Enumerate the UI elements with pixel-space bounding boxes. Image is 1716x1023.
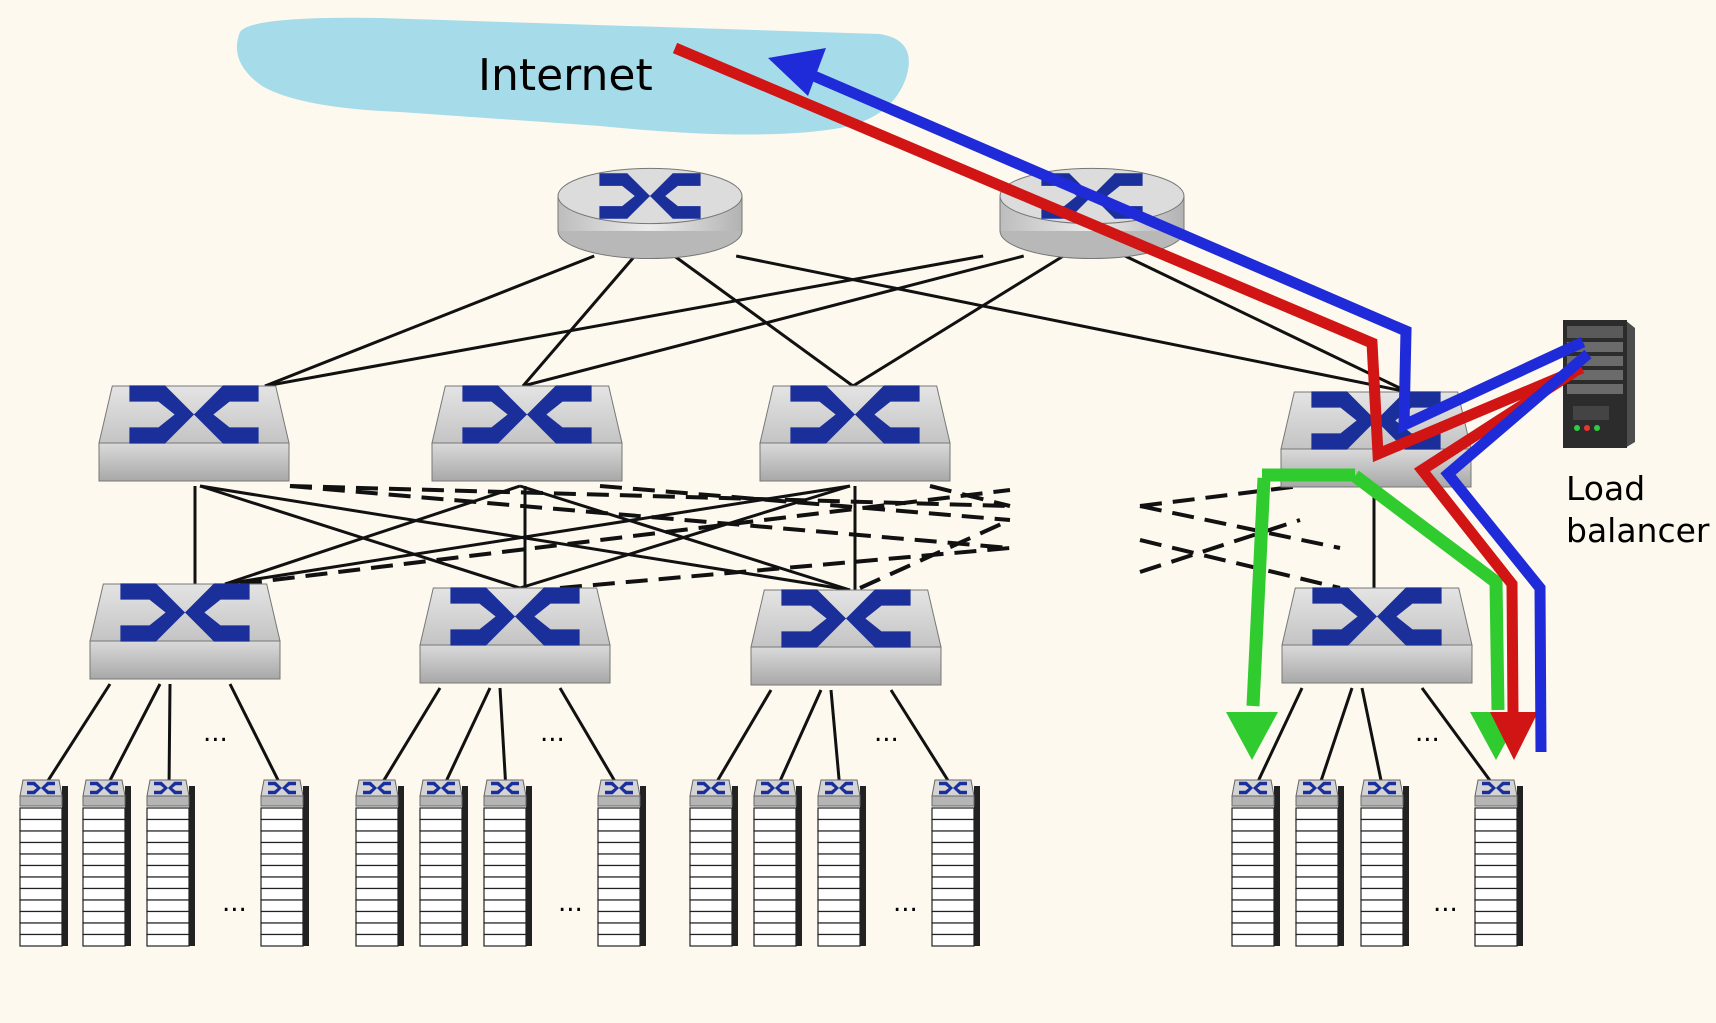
tor-switch-icon-4 [1281,587,1473,684]
internet-cloud [236,17,909,135]
aggregation-switch-icon-1 [98,385,290,482]
aggregation-switch-icon-3 [759,385,951,482]
server-rack-icon-3-1 [689,779,738,947]
load-balancer-label-line1: Load [1566,469,1646,508]
server-rack-icon-2-1 [355,779,404,947]
server-rack-icon-2-3 [483,779,532,947]
traffic-paths [672,42,1592,760]
load-balancer-label: Load balancer [1566,468,1710,552]
blue-arrow [768,48,826,96]
ellipsis-tor-group-1: ... [203,718,228,748]
green-path-left-down [1351,470,1505,711]
server-rack-icon-1-2 [82,779,131,947]
tor-switch-icon-2 [419,587,611,684]
ellipsis-rack-group-2: ... [558,888,583,918]
ellipsis-tor-group-3: ... [874,718,899,748]
aggregation-switch-icon-2 [431,385,623,482]
server-rack-icon-1-1 [19,779,68,947]
server-racks [19,779,1523,947]
load-balancer-label-line2: balancer [1566,510,1710,550]
server-rack-icon-4-3 [1360,779,1409,947]
ellipsis-tor-group-2: ... [540,718,565,748]
red-arrow [1490,712,1538,760]
tor-switch-icon-1 [89,583,281,680]
tor-switch-icon-3 [750,589,942,686]
dashed-network-links [239,484,1341,590]
red-path-from-internet [672,42,1585,463]
server-rack-icon-2-2 [419,779,468,947]
ellipsis-rack-group-3: ... [893,888,918,918]
server-rack-icon-1-3 [146,779,195,947]
green-arrow-left [1226,712,1278,760]
server-rack-icon-2-4 [597,779,646,947]
server-rack-icon-1-4 [260,779,309,947]
ellipsis-rack-group-4: ... [1433,888,1458,918]
red-path-to-server [1413,367,1577,713]
ellipsis-tor-group-4: ... [1415,718,1440,748]
ellipsis-rack-group-1: ... [222,888,247,918]
server-rack-icon-3-3 [817,779,866,947]
blue-path-from-server [1440,349,1592,753]
green-path-left-branch [1246,477,1271,707]
server-rack-icon-3-2 [753,779,802,947]
core-router-icon-1 [557,167,743,260]
internet-label: Internet [478,50,653,101]
network-links [40,254,1499,791]
blue-path-to-internet [797,64,1586,434]
server-rack-icon-3-4 [931,779,980,947]
server-rack-icon-4-4 [1474,779,1523,947]
server-rack-icon-4-2 [1295,779,1344,947]
core-routers [557,167,1185,260]
core-router-icon-2 [999,167,1185,260]
server-rack-icon-4-1 [1231,779,1280,947]
load-balancer-server-icon [1563,320,1635,448]
